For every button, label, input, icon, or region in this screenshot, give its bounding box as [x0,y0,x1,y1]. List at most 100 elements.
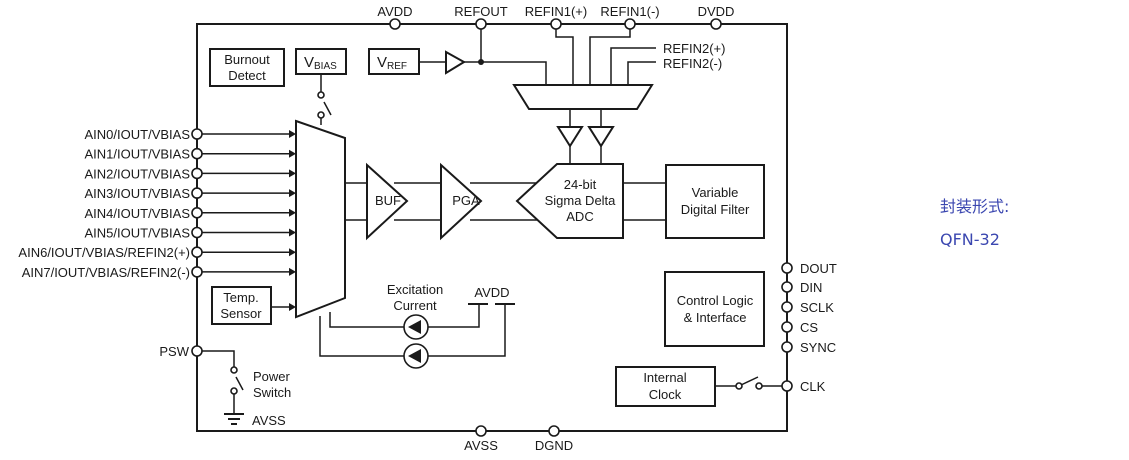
pin-label: AVDD [377,4,412,19]
pin-circle [191,167,203,180]
analog-input-pin: AIN7/IOUT/VBIAS/REFIN2(-) [22,265,296,280]
switch-contact [317,91,325,99]
svg-text:BUF: BUF [375,193,401,208]
arrow-icon [289,169,296,178]
svg-text:DGND: DGND [535,438,573,453]
analog-input-pin: AIN4/IOUT/VBIAS [85,206,296,221]
arrow-icon [289,130,296,138]
current-source-icon [403,314,429,340]
pin-circle [191,207,203,219]
pin-label: CLK [800,379,826,394]
ground-label: AVSS [252,413,286,428]
svg-text:Temp.: Temp. [223,290,258,305]
pin-label: AIN2/IOUT/VBIAS [85,166,191,181]
pin-circle [191,266,203,278]
pga-amplifier: PGA [440,162,483,241]
excitation-wires [319,304,506,357]
pin-circle [191,226,203,239]
digital-pin: CS [781,320,818,335]
pin-label: DOUT [800,261,837,276]
pin-circle [191,128,203,140]
switch-contact [317,111,325,119]
svg-text:Sigma Delta: Sigma Delta [545,193,617,208]
svg-text:Sensor: Sensor [220,306,262,321]
excitation-label: Excitation [387,282,443,297]
junction-dot [478,59,484,65]
wire [569,109,602,127]
arrow-icon [289,189,296,198]
pin-label: AIN3/IOUT/VBIAS [85,186,191,201]
internal-clock-block: Internal Clock [615,366,716,407]
wire [464,29,547,84]
pin-label: SCLK [800,300,834,315]
excitation-label: Current [393,298,437,313]
sigma-delta-adc: 24-bit Sigma Delta ADC [515,163,624,239]
top-pin-refin1-minus: REFIN1(-) [600,4,660,30]
digital-interface-pins: DOUT DIN SCLK CS SYNC CLK [781,261,837,394]
svg-text:& Interface: & Interface [684,310,747,325]
svg-text:Control Logic: Control Logic [677,293,754,308]
pin-label: AIN7/IOUT/VBIAS/REFIN2(-) [22,265,190,280]
digital-pin: CLK [781,379,826,394]
vbias-block: VBIAS [295,48,347,75]
wire [569,146,602,164]
switch-contact [230,366,238,374]
svg-text:VBIAS: VBIAS [304,54,337,72]
vbias-switch [320,74,332,116]
pin-circle [781,301,793,313]
switch-contact [230,387,238,395]
pin-label: REFOUT [454,4,508,19]
pin-circle [191,187,203,199]
top-pin-refin1-plus: REFIN1(+) [525,4,587,30]
digital-pin: DIN [781,280,822,295]
arrow-icon [289,208,296,217]
vref-buffer-icon [445,50,466,75]
arrow-icon [289,149,296,158]
pin-label: SYNC [800,340,836,355]
switch-contact [735,382,743,390]
refin2-minus-label: REFIN2(-) [663,56,722,71]
svg-text:Clock: Clock [649,387,682,402]
svg-text:VREF: VREF [377,54,407,72]
top-pin-dvdd: DVDD [698,4,735,30]
buffer-amplifier: BUF [366,162,409,241]
arrow-icon [289,248,296,257]
digital-pin: DOUT [781,261,837,276]
pin-circle [191,246,203,258]
svg-text:24-bit: 24-bit [564,177,597,192]
analog-input-pin: AIN1/IOUT/VBIAS [85,147,296,162]
input-mux [295,119,346,319]
arrow-icon [289,303,296,311]
package-value: QFN-32 [940,230,1000,249]
svg-text:Burnout: Burnout [224,52,270,67]
pin-label: AIN0/IOUT/VBIAS [85,127,191,142]
signal-wires [345,182,666,221]
control-logic-block: Control Logic & Interface [664,271,765,347]
top-pin-refout: REFOUT [454,4,508,30]
reference-mux [512,84,654,110]
arrow-icon [289,267,296,276]
ref-wires [555,29,656,84]
excitation-avdd-label: AVDD [474,285,509,300]
analog-input-pin: AIN0/IOUT/VBIAS [85,127,296,142]
vref-block: VREF [368,48,420,75]
analog-input-pin: AIN3/IOUT/VBIAS [85,186,296,201]
switch-contact [755,382,763,390]
current-source-icon [403,343,429,369]
ground-icon [224,413,244,425]
svg-text:PSW: PSW [159,344,189,359]
svg-text:Variable: Variable [692,185,739,200]
arrow-icon [289,228,296,237]
psw-pin: PSW [159,344,203,359]
analog-input-pin: AIN2/IOUT/VBIAS [85,166,296,181]
pin-label: DIN [800,280,822,295]
power-switch-label: Switch [253,385,291,400]
pin-label: AIN1/IOUT/VBIAS [85,147,191,162]
pin-label: DVDD [698,4,735,19]
digital-filter-block: Variable Digital Filter [665,164,765,239]
clock-switch [715,376,782,387]
burnout-detect-block: Burnout Detect [209,48,285,87]
pin-circle [781,341,793,353]
digital-pin: SYNC [781,340,836,355]
